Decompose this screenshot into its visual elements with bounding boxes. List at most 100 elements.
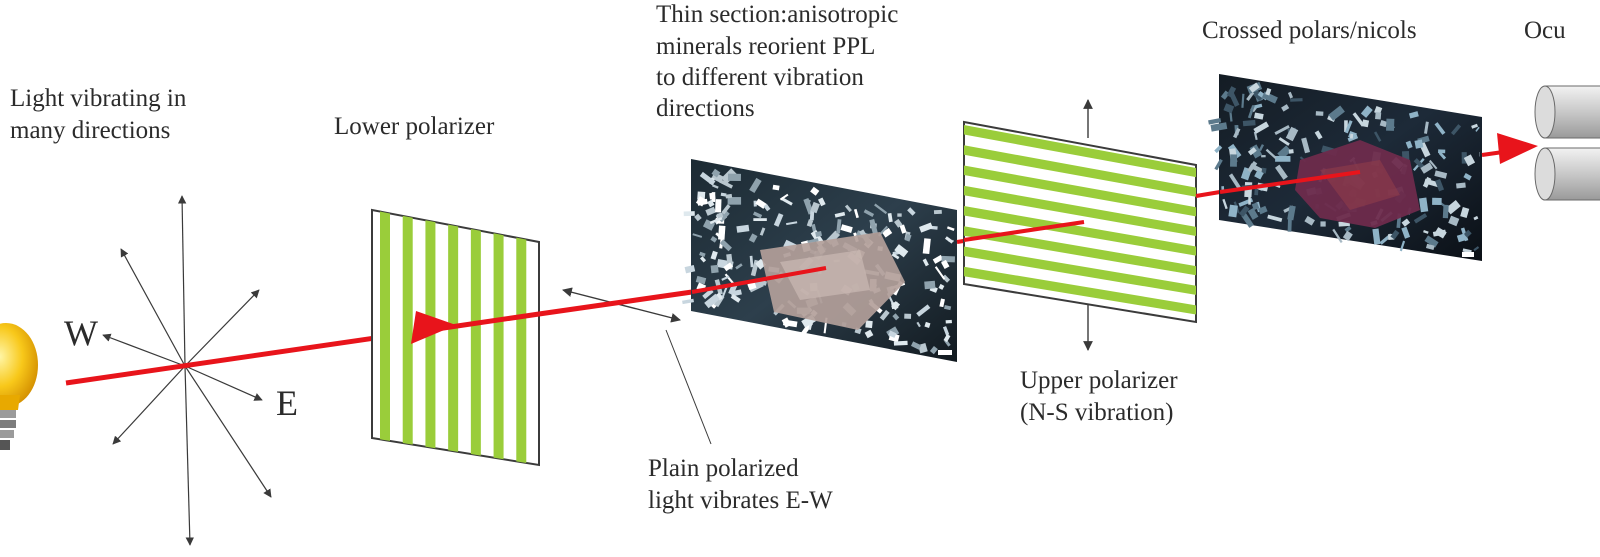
- mineral-grain: [1424, 121, 1429, 134]
- mineral-grain: [1361, 119, 1370, 128]
- lower-polarizer-stripe: [380, 211, 390, 441]
- east-direction-label: E: [276, 383, 298, 423]
- mineral-grain: [1442, 204, 1449, 219]
- mineral-grain: [894, 218, 903, 228]
- mineral-grain: [1214, 158, 1223, 171]
- mineral-grain: [712, 184, 719, 189]
- mineral-grain: [933, 209, 942, 215]
- mineral-grain: [1246, 91, 1255, 101]
- ew-vibration-arrow: [562, 287, 681, 323]
- mineral-grain: [1390, 229, 1400, 240]
- thin-section-ppl-image: [682, 159, 957, 362]
- mineral-grain: [1475, 126, 1480, 132]
- mineral-grain: [1265, 88, 1272, 96]
- mineral-grain: [1435, 178, 1445, 192]
- mineral-grain: [910, 341, 922, 350]
- mineral-grain: [938, 283, 945, 290]
- mineral-grain: [807, 238, 819, 244]
- mineral-grain: [810, 186, 820, 196]
- ppl-leader-line: [665, 329, 712, 445]
- mineral-grain: [1251, 202, 1260, 211]
- mineral-grain: [1258, 205, 1268, 215]
- mineral-grain: [904, 233, 912, 242]
- mineral-grain: [1226, 86, 1237, 98]
- mineral-grain: [934, 266, 946, 280]
- thin-section-xpl-image: [1208, 74, 1482, 261]
- mineral-grain: [1460, 206, 1470, 219]
- mineral-grain: [753, 218, 767, 222]
- mineral-grain: [1428, 159, 1438, 170]
- mineral-grain: [922, 258, 929, 267]
- mineral-grain: [1261, 167, 1267, 174]
- mineral-grain: [1258, 144, 1265, 152]
- thin-section-label: Thin section:anisotropic minerals reorie…: [656, 1, 898, 122]
- lower-polarizer-stripe: [516, 237, 527, 463]
- upper-polarizer-stripe: [964, 246, 1196, 295]
- mineral-grain: [721, 204, 731, 215]
- mineral-grain: [1267, 214, 1283, 223]
- svg-text:many directions: many directions: [10, 117, 170, 144]
- mineral-grain: [1288, 149, 1294, 154]
- mineral-grain: [888, 330, 897, 338]
- mineral-grain: [721, 285, 729, 298]
- mineral-grain: [1372, 228, 1381, 245]
- mineral-grain: [1247, 160, 1258, 173]
- mineral-grain: [815, 231, 823, 237]
- mineral-grain: [1422, 176, 1432, 188]
- mineral-grain: [1479, 151, 1480, 157]
- mineral-grain: [924, 321, 931, 328]
- mineral-grain: [1445, 200, 1461, 215]
- ocular-arrowhead-icon: [1497, 133, 1538, 164]
- mineral-grain: [1265, 148, 1277, 159]
- mineral-grain: [755, 258, 767, 270]
- mineral-grain: [1425, 243, 1435, 251]
- mineral-grain: [781, 317, 792, 328]
- mineral-grain: [853, 208, 859, 219]
- mineral-grain: [916, 304, 931, 317]
- mineral-grain: [699, 251, 706, 257]
- mineral-grain: [773, 213, 784, 227]
- mineral-grain: [1261, 91, 1278, 104]
- mineral-grain: [897, 213, 902, 217]
- mineral-grain: [700, 256, 707, 263]
- mineral-grain: [943, 305, 952, 311]
- mineral-grain: [723, 262, 734, 272]
- mineral-grain: [869, 218, 878, 235]
- mineral-grain: [1230, 154, 1238, 167]
- mineral-grain: [692, 233, 703, 238]
- mineral-grain: [818, 197, 826, 207]
- mineral-grain: [1253, 103, 1263, 109]
- mineral-grain: [1287, 218, 1292, 232]
- mineral-grain: [684, 265, 696, 274]
- mineral-grain: [1473, 215, 1479, 221]
- svg-text:(N-S vibration): (N-S vibration): [1020, 399, 1173, 426]
- mineral-grain: [749, 177, 762, 194]
- mineral-grain: [1314, 130, 1323, 140]
- mineral-grain: [1247, 105, 1255, 119]
- mineral-grain: [695, 196, 707, 207]
- mineral-grain: [808, 317, 814, 330]
- mineral-grain: [1401, 218, 1411, 227]
- mineral-grain: [1344, 225, 1352, 233]
- mineral-grain: [749, 255, 754, 268]
- mineral-grain: [779, 193, 789, 201]
- svg-text:directions: directions: [656, 95, 755, 122]
- mineral-grain: [1238, 205, 1250, 217]
- mineral-grain: [1344, 120, 1353, 134]
- mineral-grain: [702, 288, 714, 300]
- mineral-grain: [707, 199, 715, 208]
- svg-text:minerals reorient PPL: minerals reorient PPL: [656, 33, 875, 60]
- mineral-grain: [1420, 162, 1434, 174]
- mineral-grain: [1247, 207, 1259, 220]
- mineral-grain: [1405, 140, 1413, 149]
- mineral-grain: [907, 207, 916, 216]
- mineral-grain: [763, 203, 771, 212]
- mineral-grain: [1275, 164, 1288, 180]
- mineral-grain: [944, 236, 954, 244]
- mineral-grain: [753, 200, 757, 207]
- mineral-grain: [1304, 215, 1315, 226]
- mineral-grain: [710, 235, 718, 243]
- mineral-grain: [1438, 151, 1447, 160]
- mineral-grain: [887, 212, 893, 223]
- light-source-label: Light vibrating in many directions: [10, 85, 187, 144]
